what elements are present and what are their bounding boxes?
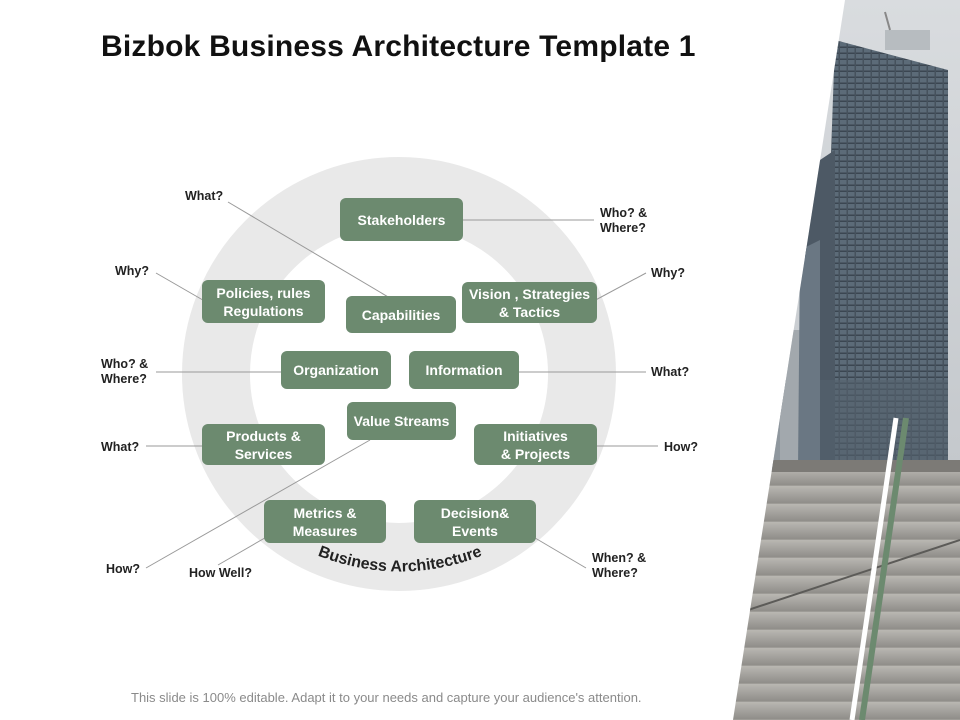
value-streams-box: Value Streams bbox=[347, 402, 456, 440]
page-title: Bizbok Business Architecture Template 1 bbox=[101, 30, 696, 63]
question-value-streams: How? bbox=[106, 562, 141, 576]
metrics-box: Metrics & Measures bbox=[264, 500, 386, 543]
question-products: What? bbox=[101, 440, 140, 454]
question-metrics: How Well? bbox=[189, 566, 252, 580]
stakeholders-box: Stakeholders bbox=[340, 198, 463, 241]
vision-box: Vision , Strategies & Tactics bbox=[462, 282, 597, 323]
question-vision: Why? bbox=[651, 266, 686, 280]
information-box: Information bbox=[409, 351, 519, 389]
question-policies: Why? bbox=[115, 264, 150, 278]
question-capabilities: What? bbox=[185, 189, 224, 203]
decision-box: Decision& Events bbox=[414, 500, 536, 543]
outer-ring bbox=[182, 157, 616, 591]
initiatives-box: Initiatives & Projects bbox=[474, 424, 597, 465]
connector-lines bbox=[145, 201, 658, 569]
capabilities-box: Capabilities bbox=[346, 296, 456, 333]
policies-box: Policies, rules Regulations bbox=[202, 280, 325, 323]
question-information: What? bbox=[651, 365, 690, 379]
question-decision: When? & Where? bbox=[592, 551, 647, 580]
products-box: Products & Services bbox=[202, 424, 325, 465]
question-organization: Who? & Where? bbox=[101, 357, 149, 386]
footer-note: This slide is 100% editable. Adapt it to… bbox=[131, 690, 642, 705]
question-stakeholders: Who? & Where? bbox=[600, 206, 648, 235]
question-initiatives: How? bbox=[664, 440, 699, 454]
organization-box: Organization bbox=[281, 351, 391, 389]
